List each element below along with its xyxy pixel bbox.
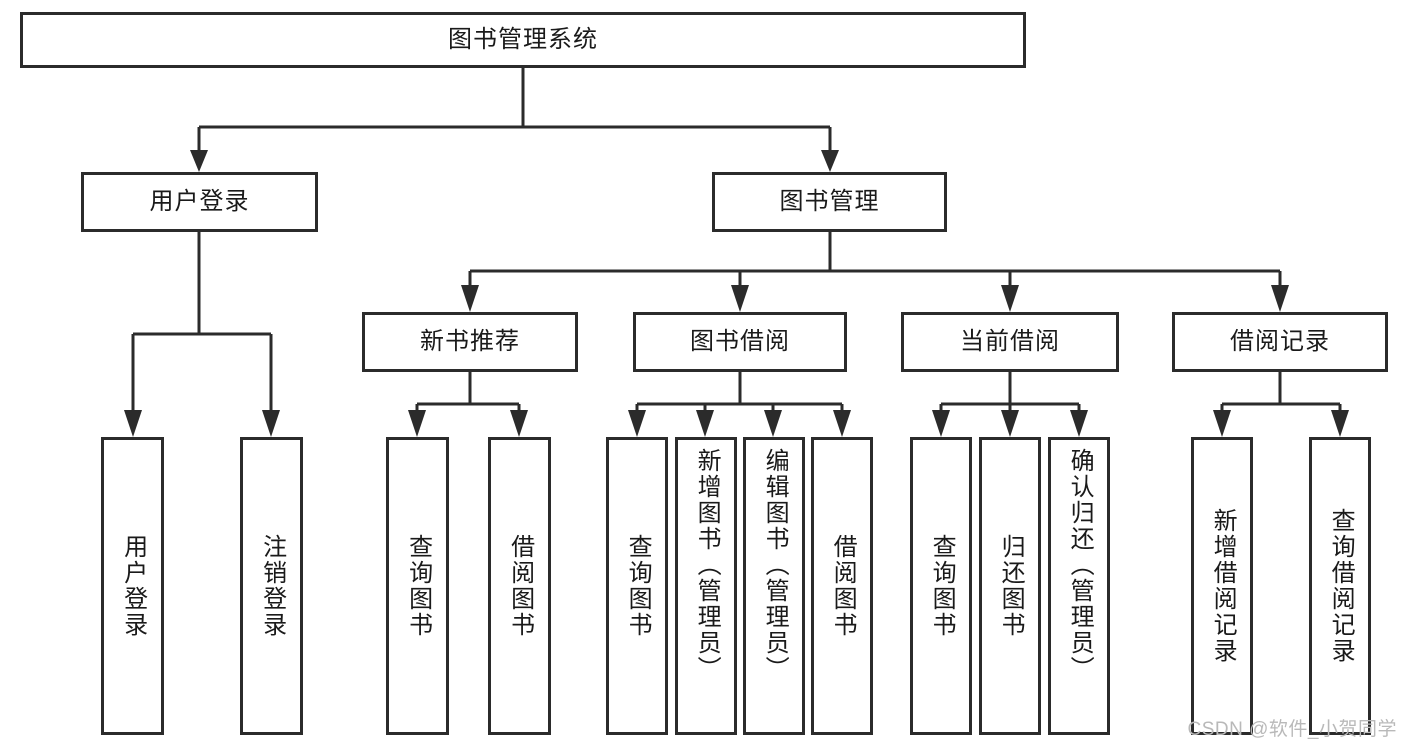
node-current-borrow-label: 当前借阅 bbox=[960, 327, 1060, 355]
leaf-query-book-2[interactable]: 查询图书 bbox=[606, 437, 668, 735]
watermark: CSDN @软件_小贺同学 bbox=[1187, 719, 1397, 740]
node-book-manage[interactable]: 图书管理 bbox=[712, 172, 947, 232]
leaf-edit-book[interactable]: 编辑图书（管理员） bbox=[743, 437, 805, 735]
leaf-return-book-label: 归还图书 bbox=[997, 534, 1025, 638]
leaf-return-book[interactable]: 归还图书 bbox=[979, 437, 1041, 735]
node-current-borrow[interactable]: 当前借阅 bbox=[901, 312, 1119, 372]
leaf-borrow-book-2-label: 借阅图书 bbox=[829, 534, 857, 638]
leaf-user-logout[interactable]: 注销登录 bbox=[240, 437, 303, 735]
arrowhead-leaf-return-book bbox=[1001, 410, 1019, 437]
node-book-manage-label: 图书管理 bbox=[779, 187, 880, 215]
leaf-borrow-book-1-label: 借阅图书 bbox=[506, 534, 534, 638]
leaf-confirm-return-label: 确认归还（管理员） bbox=[1066, 448, 1094, 682]
node-root-label: 图书管理系统 bbox=[448, 25, 598, 53]
node-book-borrow[interactable]: 图书借阅 bbox=[633, 312, 847, 372]
arrowhead-leaf-query-book-3 bbox=[932, 410, 950, 437]
arrowhead-current-borrow bbox=[1001, 285, 1019, 312]
arrowhead-leaf-borrow-book-2 bbox=[833, 410, 851, 437]
leaf-add-book[interactable]: 新增图书（管理员） bbox=[675, 437, 737, 735]
leaf-query-record[interactable]: 查询借阅记录 bbox=[1309, 437, 1371, 735]
arrowhead-leaf-confirm-return bbox=[1070, 410, 1088, 437]
leaf-add-record[interactable]: 新增借阅记录 bbox=[1191, 437, 1253, 735]
arrowhead-book-manage bbox=[821, 150, 839, 172]
leaf-user-logout-label: 注销登录 bbox=[258, 534, 286, 638]
arrowhead-leaf-add-record bbox=[1213, 410, 1231, 437]
arrowhead-leaf-user-logout bbox=[262, 410, 280, 437]
arrowhead-leaf-query-book-2 bbox=[628, 410, 646, 437]
arrowhead-leaf-user-login bbox=[124, 410, 142, 437]
arrowhead-leaf-borrow-book-1 bbox=[510, 410, 528, 437]
node-book-borrow-label: 图书借阅 bbox=[690, 327, 790, 355]
leaf-confirm-return[interactable]: 确认归还（管理员） bbox=[1048, 437, 1110, 735]
arrowhead-leaf-query-book-1 bbox=[408, 410, 426, 437]
leaf-borrow-book-1[interactable]: 借阅图书 bbox=[488, 437, 551, 735]
leaf-query-record-label: 查询借阅记录 bbox=[1327, 508, 1355, 664]
arrowhead-leaf-add-book bbox=[696, 410, 714, 437]
leaf-query-book-3[interactable]: 查询图书 bbox=[910, 437, 972, 735]
leaf-query-book-1[interactable]: 查询图书 bbox=[386, 437, 449, 735]
arrowhead-new-book-recommend bbox=[461, 285, 479, 312]
leaf-query-book-2-label: 查询图书 bbox=[624, 534, 652, 638]
arrowhead-user-login bbox=[190, 150, 208, 172]
arrowhead-book-borrow bbox=[731, 285, 749, 312]
leaf-edit-book-label: 编辑图书（管理员） bbox=[761, 448, 789, 682]
leaf-user-login-label: 用户登录 bbox=[119, 534, 147, 638]
leaf-user-login[interactable]: 用户登录 bbox=[101, 437, 164, 735]
node-borrow-record[interactable]: 借阅记录 bbox=[1172, 312, 1388, 372]
leaf-add-book-label: 新增图书（管理员） bbox=[693, 448, 721, 682]
node-user-login[interactable]: 用户登录 bbox=[81, 172, 318, 232]
node-root[interactable]: 图书管理系统 bbox=[20, 12, 1026, 68]
leaf-add-record-label: 新增借阅记录 bbox=[1209, 508, 1237, 664]
node-new-book-recommend[interactable]: 新书推荐 bbox=[362, 312, 578, 372]
node-user-login-label: 用户登录 bbox=[149, 187, 250, 215]
arrowhead-leaf-edit-book bbox=[764, 410, 782, 437]
node-borrow-record-label: 借阅记录 bbox=[1230, 327, 1330, 355]
leaf-borrow-book-2[interactable]: 借阅图书 bbox=[811, 437, 873, 735]
arrowhead-leaf-query-record bbox=[1331, 410, 1349, 437]
arrowhead-borrow-record bbox=[1271, 285, 1289, 312]
leaf-query-book-1-label: 查询图书 bbox=[404, 534, 432, 638]
node-new-book-recommend-label: 新书推荐 bbox=[420, 327, 520, 355]
leaf-query-book-3-label: 查询图书 bbox=[928, 534, 956, 638]
